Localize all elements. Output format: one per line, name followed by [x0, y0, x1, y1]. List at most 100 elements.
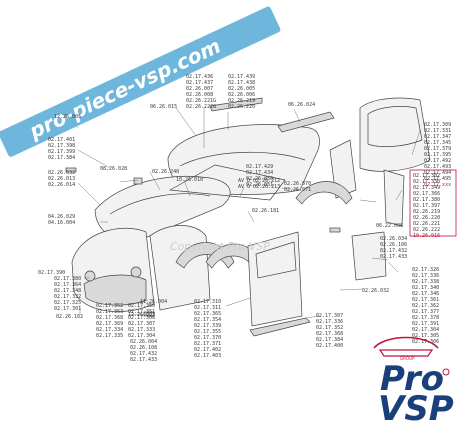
- front-wing: [149, 225, 211, 311]
- center-copyright: Copyright Pro VSP: [170, 240, 270, 253]
- label: 02.17.390: [38, 270, 65, 276]
- label-group-l28: 02.17.326 02.17.336 02.17.338 02.17.340 …: [412, 267, 439, 345]
- label: 02.17.332: [54, 294, 81, 300]
- label: 02.17.379: [424, 146, 451, 152]
- label: 02.17.334: [96, 327, 123, 333]
- label-02-26-181: 02.26.181: [252, 208, 279, 214]
- label: 02.17.301: [54, 306, 81, 312]
- label: 02.26.222: [413, 227, 440, 233]
- label: 02.17.494: [424, 170, 451, 176]
- label: 04.26.029: [48, 214, 75, 220]
- roof-rail-strip-2: [209, 97, 263, 112]
- label: 02.26.005: [228, 86, 255, 92]
- label-10-26-010: 10.26.010: [176, 177, 203, 183]
- label-group-l26: 02.17.310 02.17.311 02.17.365 02.17.354 …: [194, 299, 221, 359]
- label: 02.26.219: [228, 98, 255, 104]
- door-window-frame: [255, 241, 297, 279]
- label: 02.17.352: [316, 325, 343, 331]
- label: 02.17.401: [48, 137, 75, 143]
- part-labels: 12.26.005 02.17.401 02.17.398 02.17.399 …: [38, 74, 457, 363]
- label: 02.17.432: [380, 248, 407, 254]
- label: 02.17.434: [246, 170, 273, 176]
- label: 02.17.339: [194, 323, 221, 329]
- label: 02.26.222G: [186, 104, 216, 110]
- label: 02.17.333: [128, 327, 155, 333]
- label: 02.17.353: [96, 309, 123, 315]
- clip-bracket-2: [65, 167, 77, 173]
- label-08-26-028: 08.26.028: [100, 166, 127, 172]
- label: 02.17.368: [96, 315, 123, 321]
- label: 02.17.325: [54, 300, 81, 306]
- label: 02.17.348: [54, 288, 81, 294]
- label: 02.26.221: [413, 221, 440, 227]
- label: 02.17.305: [412, 333, 439, 339]
- label: 02.26.034: [380, 236, 407, 242]
- label: 02.26.106: [380, 242, 407, 248]
- watermark-banner: [0, 6, 281, 157]
- label: 02.17.346: [412, 291, 439, 297]
- label: 02.17.340: [412, 285, 439, 291]
- label-group-l15: 04.26.029 04.16.004: [48, 214, 75, 226]
- label: 02.26.221G: [186, 98, 216, 104]
- label: 02.26.013: [48, 176, 75, 182]
- label: 02.17.352: [96, 303, 123, 309]
- label: 04.16.004: [48, 220, 75, 226]
- wheel-arch-rear: [295, 181, 353, 205]
- label: 02.17.432: [130, 351, 157, 357]
- label: 02.26.219: [413, 209, 440, 215]
- label: 02.17.492: [424, 158, 451, 164]
- label: 02.26.004: [130, 339, 157, 345]
- label: 02.17.326: [412, 267, 439, 273]
- label: 02.26.220: [228, 104, 255, 110]
- label: 02.17.304: [412, 327, 439, 333]
- label: 02.17.345: [424, 140, 451, 146]
- label-group-l24: 02.17.352 02.17.353 02.17.368 02.17.369 …: [96, 303, 123, 339]
- pro-vsp-logo: GROUP Pro VSP: [373, 336, 454, 429]
- label: 02.17.355: [194, 329, 221, 335]
- label: 02.17.439: [228, 74, 255, 80]
- label-red: 02.17.xxx: [424, 182, 451, 188]
- label-12-26-003: 12.26.003: [128, 312, 155, 318]
- clip-bracket-4: [329, 227, 341, 233]
- fog-lamp-left: [84, 270, 96, 282]
- label: 02.17.350: [128, 303, 155, 309]
- label: 02.17.433: [380, 254, 407, 260]
- label-02-26-162: 02.26.162: [56, 314, 83, 320]
- label: 02.17.399: [48, 149, 75, 155]
- logo-dot-icon: [442, 368, 450, 376]
- label-group-l3: 02.26.032 02.26.013 02.26.014: [48, 170, 75, 188]
- label: 02.17.438: [228, 80, 255, 86]
- label: 02.17.378: [412, 315, 439, 321]
- label: 02.17.331: [424, 128, 451, 134]
- logo-vsp-text: VSP: [378, 389, 454, 429]
- label: 02.17.397: [413, 203, 440, 209]
- label: 02.17.398: [48, 143, 75, 149]
- label: 02.17.361: [412, 297, 439, 303]
- label: 02.17.493: [424, 164, 451, 170]
- label: 02.17.336: [316, 319, 343, 325]
- label: 02.17.429: [246, 164, 273, 170]
- label: 02.17.436: [186, 74, 213, 80]
- door-outer-panel: [247, 231, 303, 327]
- label: 02.17.306: [412, 339, 439, 345]
- label-group-l12: 02.17.429 02.17.434 02.26.050 02.26.051: [246, 164, 273, 188]
- label: 02.17.302: [413, 173, 440, 179]
- label: 02.17.395: [424, 152, 451, 158]
- side-skirt: [249, 317, 311, 337]
- label: 02.17.336: [412, 273, 439, 279]
- label: 02.17.307: [316, 313, 343, 319]
- label-06-26-024: 06.26.024: [288, 102, 315, 108]
- fog-lamp-right: [130, 266, 142, 278]
- label: 02.17.364: [54, 282, 81, 288]
- label: 02.17.400: [316, 343, 343, 349]
- label: 02.26.006: [228, 92, 255, 98]
- label: 02.26.071: [284, 187, 311, 193]
- label: 02.26.007: [186, 86, 213, 92]
- label-02-26-240: 02.26.240: [152, 169, 179, 175]
- label-red: 10.26.016: [413, 233, 440, 239]
- label-group-l25: 02.17.350 02.17.351 02.17.306 02.17.307 …: [128, 303, 155, 339]
- label: 02.26.070: [284, 181, 311, 187]
- label: 02.26.014: [48, 182, 75, 188]
- label: 02.17.370: [194, 335, 221, 341]
